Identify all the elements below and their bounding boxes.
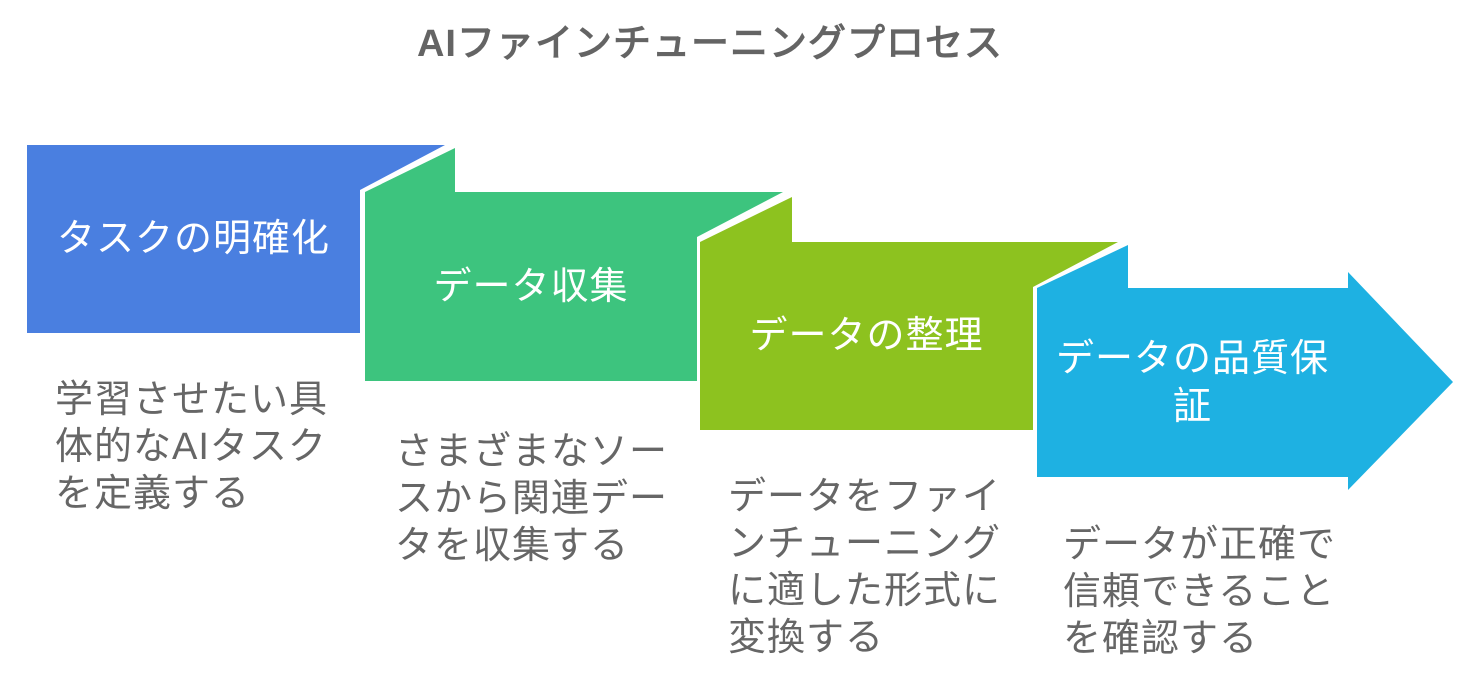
step-3-label: データの整理 <box>700 242 1033 430</box>
step-4-label: データの品質保証 <box>1037 288 1348 477</box>
step-3-banner-shape <box>700 197 1118 430</box>
step-1-label: タスクの明確化 <box>27 145 360 333</box>
step-1-banner-shape <box>27 145 445 333</box>
step-4-description: データが正確で信頼できることを確認する <box>1063 524 1337 660</box>
step-4-arrow-shape <box>1037 245 1453 490</box>
step-3-description: データをファインチューニングに適した形式に変換する <box>728 476 1002 659</box>
diagram-title: AIファインチューニングプロセス <box>416 23 1003 65</box>
step-3-label-text: データの整理 <box>749 315 984 357</box>
step-2-banner-shape <box>365 148 783 381</box>
step-2-label-text: データ収集 <box>433 265 629 308</box>
step-1-label-text: タスクの明確化 <box>56 218 330 260</box>
step-2-description: さまざまなソースから関連データを収集する <box>395 431 669 567</box>
step-2-label: データ収集 <box>365 192 697 381</box>
step-1-description: 学習させたい具体的なAIタスクを定義する <box>55 379 329 515</box>
step-4-label-text: データの品質保証 <box>1055 337 1329 428</box>
